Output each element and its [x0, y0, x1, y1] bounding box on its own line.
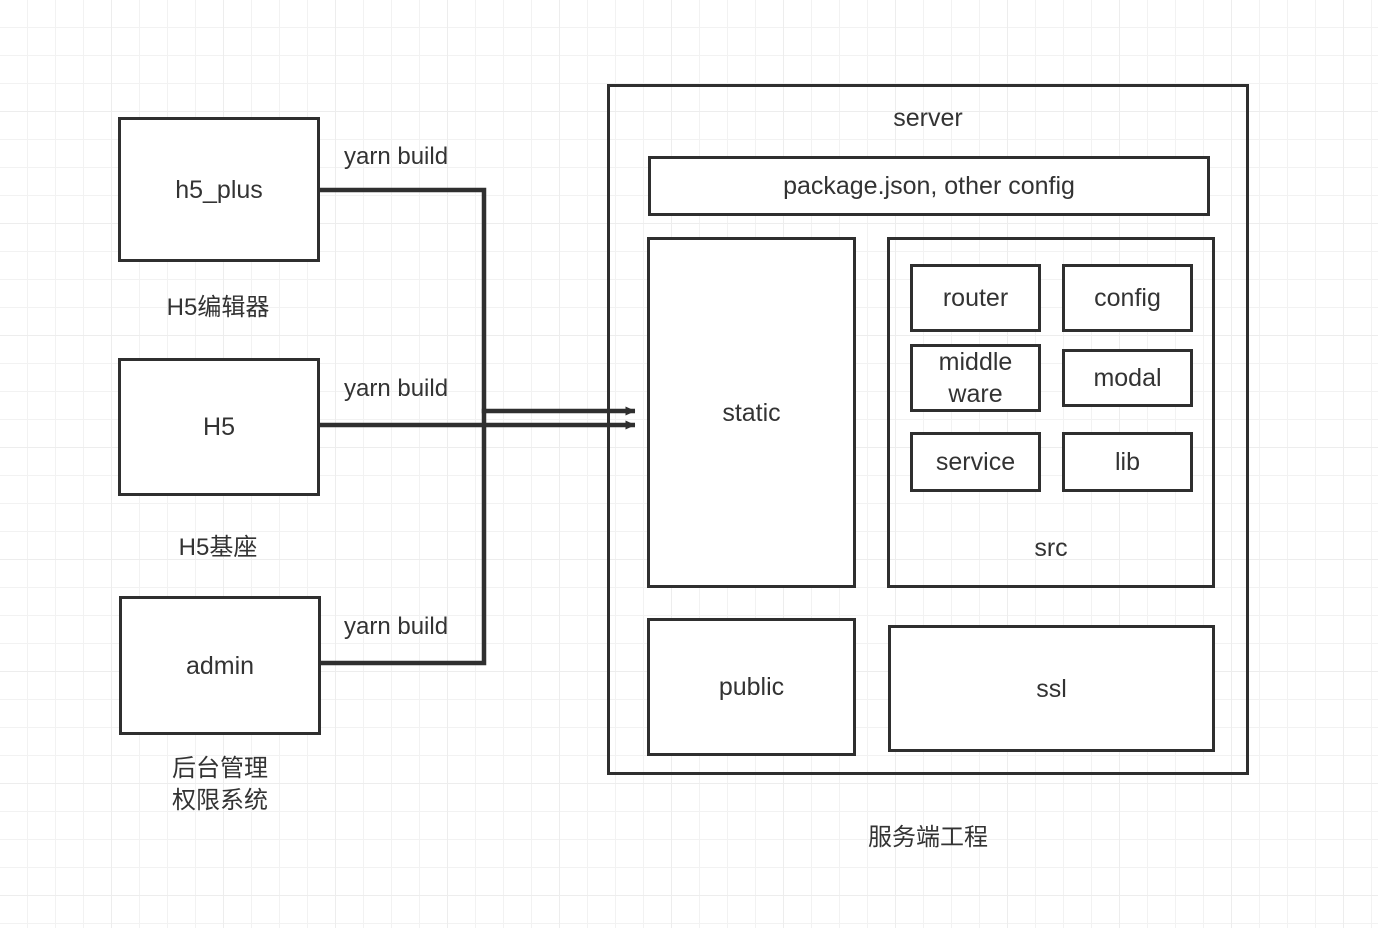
node-h5[interactable]: H5 [118, 358, 320, 496]
node-h5-plus[interactable]: h5_plus [118, 117, 320, 262]
node-service-label: service [935, 448, 1016, 476]
edge-label-admin: yarn build [344, 613, 449, 640]
node-ssl[interactable]: ssl [888, 625, 1215, 752]
caption-admin: 后台管理 权限系统 [172, 755, 268, 814]
node-admin-label: admin [185, 651, 255, 680]
node-lib[interactable]: lib [1062, 432, 1193, 492]
node-ssl-label: ssl [1036, 674, 1067, 703]
node-package-config-label: package.json, other config [783, 172, 1075, 200]
node-config-label: config [1094, 284, 1161, 312]
caption-h5: H5基座 [178, 534, 258, 561]
node-middleware-label: middle ware [938, 348, 1013, 408]
node-static-label: static [722, 398, 781, 427]
server-container[interactable] [607, 84, 1249, 775]
src-title: src [1034, 534, 1068, 562]
node-lib-label: lib [1114, 448, 1140, 476]
caption-h5-plus: H5编辑器 [166, 294, 270, 321]
node-admin[interactable]: admin [119, 596, 321, 735]
edge-label-h5-plus: yarn build [344, 143, 449, 170]
node-config[interactable]: config [1062, 264, 1193, 332]
node-router[interactable]: router [910, 264, 1041, 332]
caption-server: 服务端工程 [868, 824, 988, 851]
node-middleware[interactable]: middle ware [910, 344, 1041, 412]
node-h5-label: H5 [203, 413, 235, 441]
node-h5-plus-label: h5_plus [175, 175, 263, 204]
node-modal-label: modal [1093, 364, 1162, 392]
src-container[interactable] [887, 237, 1215, 588]
server-title: server [893, 104, 963, 132]
node-service[interactable]: service [910, 432, 1041, 492]
node-modal[interactable]: modal [1062, 349, 1193, 407]
node-public[interactable]: public [647, 618, 856, 756]
edge-label-h5: yarn build [344, 375, 449, 402]
node-package-config[interactable]: package.json, other config [648, 156, 1210, 216]
node-router-label: router [942, 284, 1009, 312]
node-public-label: public [718, 673, 785, 701]
node-static[interactable]: static [647, 237, 856, 588]
